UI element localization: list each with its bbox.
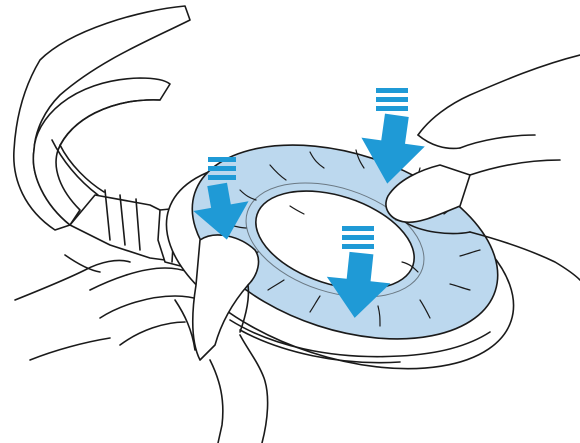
press-arrows xyxy=(193,88,425,318)
down-arrow-top-icon xyxy=(361,88,425,184)
lower-hand xyxy=(174,234,269,443)
right-hand xyxy=(385,54,580,281)
down-arrow-left-icon xyxy=(193,157,249,240)
down-arrow-center-icon xyxy=(326,226,391,318)
